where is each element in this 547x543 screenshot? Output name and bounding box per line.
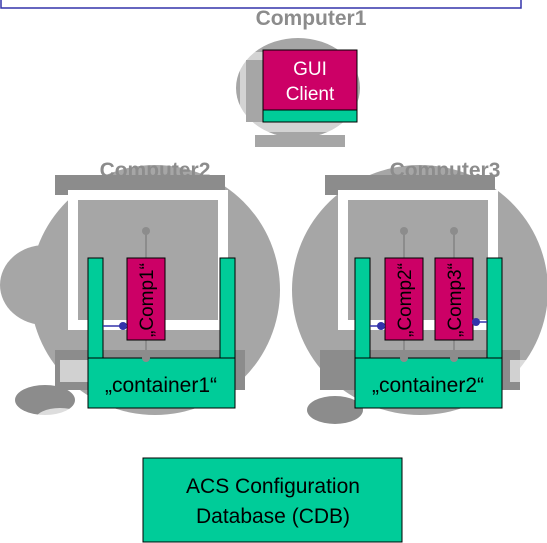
container2-label: „container2“ [372,374,484,397]
gui-client-line2: Client [286,84,335,105]
comp1-label: „Comp1“ [137,263,158,337]
cdb: ACS Configuration Database (CDB) [142,457,403,543]
computer2-label: Computer2 [100,159,211,182]
comp3-label: „Comp3“ [445,263,466,337]
computer1-label: Computer1 [256,7,367,30]
container1-label: „container1“ [105,374,217,397]
cdb-box [142,457,403,543]
cdb-line1: ACS Configuration [186,475,360,498]
computer2: Computer2 „container1“ „Comp1“ [0,159,280,432]
comp1-interface-dot [119,322,127,330]
comp1-box [126,257,166,341]
gui-client-line1: GUI [293,59,327,80]
gui-client-box [262,49,358,111]
gui-client-base [262,109,358,123]
computer3: Computer3 „container2“ „Comp2“ „Comp3“ [292,159,547,424]
container1-box [87,357,236,409]
comp2-interface-dot [377,322,385,330]
comp3-interface-dot [472,318,480,326]
comp2-box [384,257,424,341]
computer1: Computer1 GUI Client [236,7,367,147]
top-frame [0,0,522,9]
comp2-label: „Comp2“ [395,263,416,337]
cdb-line2: Database (CDB) [196,505,350,528]
comp3-box [434,257,474,341]
computer3-label: Computer3 [390,159,501,182]
container2-box [354,357,503,409]
